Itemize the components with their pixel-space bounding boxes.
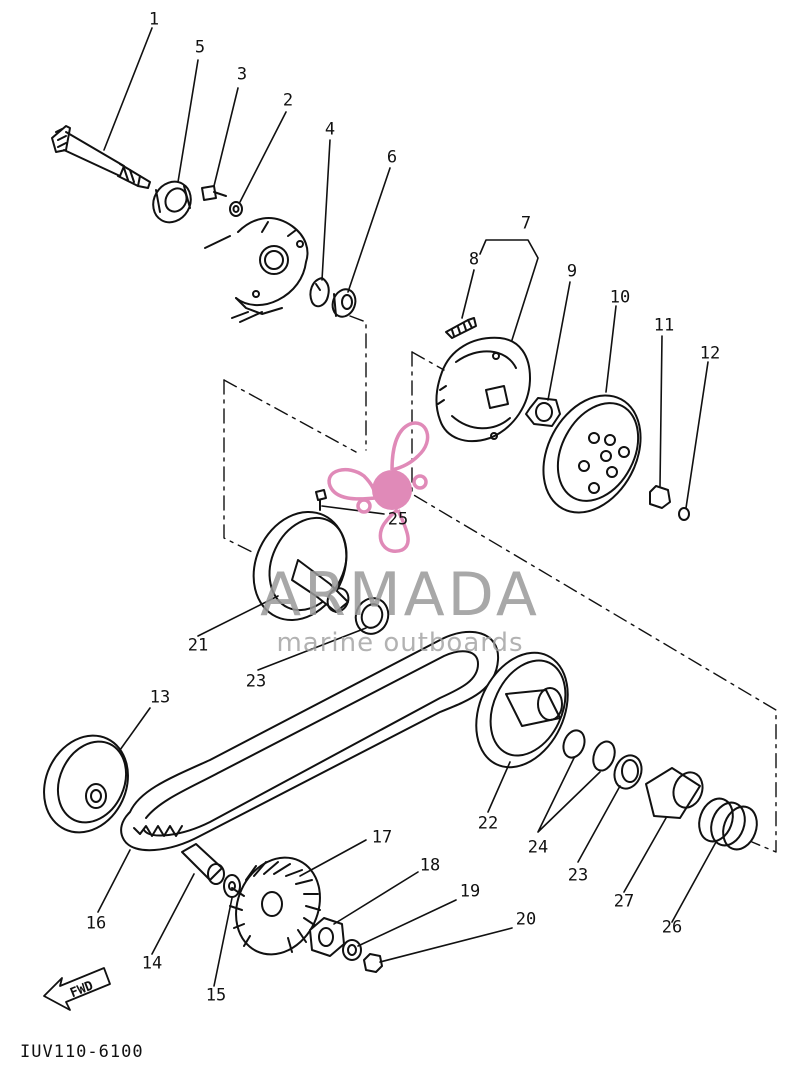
callout-part-26: 26 [661,917,683,938]
clutch-nut [525,397,561,427]
callout-part-18: 18 [419,855,441,876]
figure-code: IUV110-6100 [20,1042,144,1062]
callout-part-5: 5 [194,37,206,58]
fan-impeller [229,856,321,956]
sleeve [181,843,225,885]
clutch-housing [542,394,642,514]
spring-seat [645,767,704,819]
compression-spring [698,797,758,851]
callout-part-3: 3 [236,64,248,85]
primary-shaft [51,125,151,189]
sleeve-washer [223,874,241,898]
leader-lines [97,27,717,987]
callout-part-23a: 23 [245,671,267,692]
callout-part-2: 2 [282,90,294,111]
fixed-sheave [252,510,350,622]
grease-nipple [315,489,327,511]
callout-part-27: 27 [613,891,635,912]
callout-part-1: 1 [148,9,160,30]
sheave-nut [363,953,383,973]
collar-upper [354,597,390,635]
collar-lower [613,754,643,790]
callout-part-16: 16 [85,913,107,934]
boss-washer [342,939,362,961]
alignment-dash-lines [223,315,777,853]
callout-part-10: 10 [609,287,631,308]
primary-sheave [43,734,129,834]
callout-part-12: 12 [699,343,721,364]
callout-part-22: 22 [477,813,499,834]
pin [445,317,477,339]
fwd-arrow [43,967,111,1011]
secondary-sheave [475,651,569,769]
callout-part-19: 19 [459,881,481,902]
v-belt [120,630,500,852]
housing-nut [649,485,671,509]
callout-part-15: 15 [205,985,227,1006]
bolt [201,185,227,201]
oil-seal [331,288,357,318]
callout-part-23b: 23 [567,865,589,886]
watermark-brand: ARMADA [260,560,540,630]
callout-part-13: 13 [149,687,171,708]
fan-boss [309,917,345,957]
callout-part-25: 25 [387,509,409,530]
washer [229,201,243,217]
callout-part-21: 21 [187,635,209,656]
watermark-tagline: marine outboards [276,628,524,658]
callout-part-20: 20 [515,909,537,930]
circlip [309,277,330,308]
callout-part-4: 4 [324,119,336,140]
callout-part-6: 6 [386,147,398,168]
callout-part-11: 11 [653,315,675,336]
crankcase-fragment [204,217,309,323]
callout-part-8: 8 [468,249,480,270]
clutch-carrier [435,336,531,443]
callout-part-24: 24 [527,837,549,858]
o-rings [562,729,616,772]
callout-part-17: 17 [371,827,393,848]
callout-part-9: 9 [566,261,578,282]
callout-part-14: 14 [141,953,163,974]
housing-washer [678,507,690,521]
bearing [152,180,192,224]
callout-part-7: 7 [520,213,532,234]
watermark-logo [327,421,430,554]
